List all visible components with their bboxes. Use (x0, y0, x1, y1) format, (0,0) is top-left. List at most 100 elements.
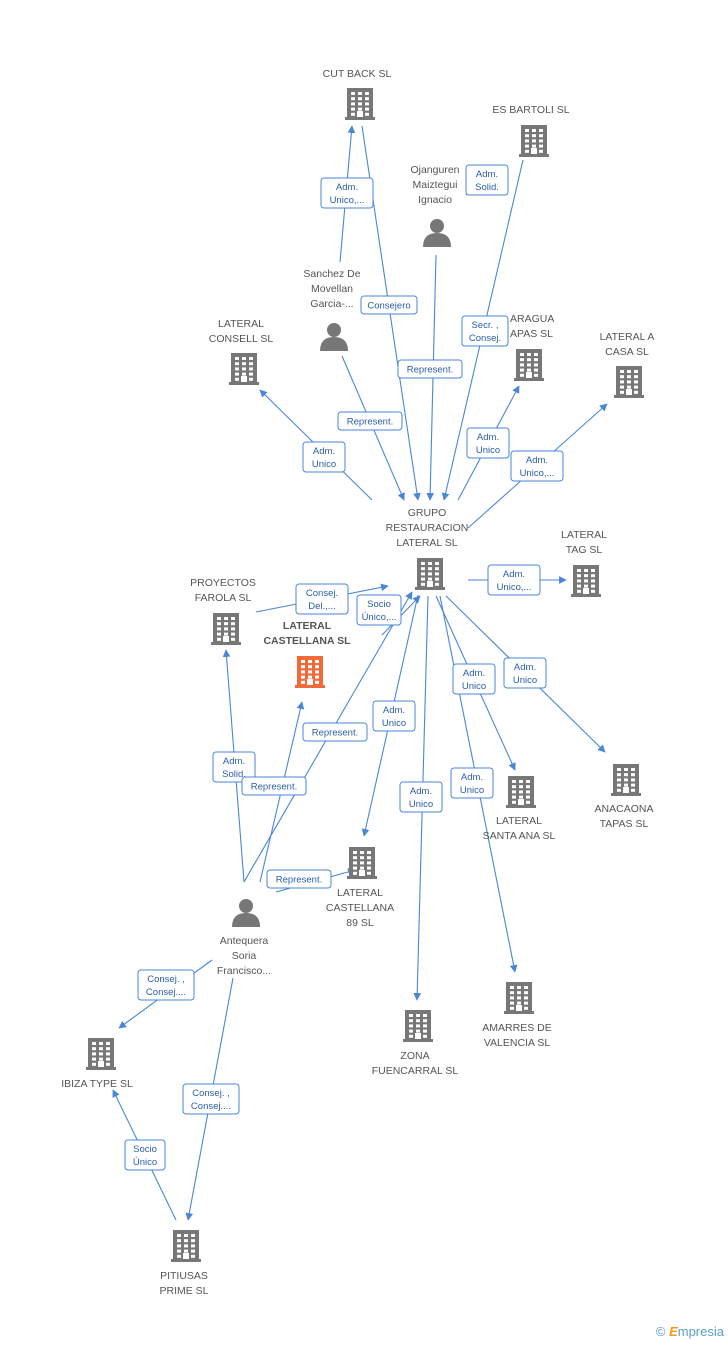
edge-label-text: Adm.Unico (460, 772, 484, 796)
building-icon (614, 366, 644, 398)
building-icon (514, 349, 544, 381)
edge-label-box (337, 411, 403, 431)
edge-label-3[interactable]: Adm.Solid. (465, 164, 509, 196)
building-icon (611, 764, 641, 796)
edge-label-text: Adm.Unico (513, 662, 537, 686)
building-icon (86, 1038, 116, 1070)
building-icon (506, 776, 536, 808)
edge-label-text: Represent. (251, 782, 297, 793)
edge-label-11[interactable]: Consej.Del.,... (295, 583, 349, 615)
edge-label-box (266, 869, 332, 889)
edge-label-text: Adm.Unico (312, 446, 336, 470)
building-icon (519, 125, 549, 157)
building-icon (229, 353, 259, 385)
edge-label-box (295, 583, 349, 615)
edge-label-14[interactable]: Adm.Unico (399, 781, 443, 813)
edge-label-16[interactable]: Adm.Unico (503, 657, 547, 689)
edge-label-8[interactable]: Adm.Unico (466, 427, 510, 459)
edge-label-23[interactable]: Consej. ,Consej.... (182, 1083, 240, 1115)
edge-label-box (137, 969, 195, 1001)
node-ibiza[interactable]: IBIZA TYPE SL (61, 1038, 133, 1090)
edge-label-box (241, 776, 307, 796)
node-label: IBIZA TYPE SL (61, 1078, 133, 1090)
building-icon (415, 558, 445, 590)
edge-label-box (302, 722, 368, 742)
edge-label-20[interactable]: Represent. (241, 776, 307, 796)
edge-label-7[interactable]: Adm.Unico (302, 441, 346, 473)
edge-label-text: Consejero (367, 301, 410, 312)
edge-label-4[interactable]: Secr. ,Consej. (461, 315, 509, 347)
edge-label-21[interactable]: Represent. (266, 869, 332, 889)
person-icon (423, 219, 451, 247)
edge-label-18[interactable]: Represent. (302, 722, 368, 742)
edge-label-17[interactable]: Adm.Unico (450, 767, 494, 799)
edge-label-5[interactable]: Represent. (397, 359, 463, 379)
edge-label-text: Represent. (407, 365, 453, 376)
edge-label-box (503, 657, 547, 689)
edge-label-22[interactable]: Consej. ,Consej.... (137, 969, 195, 1001)
edge-label-text: Adm.Unico,... (330, 182, 365, 206)
edge-label-text: Consej. ,Consej.... (146, 974, 186, 998)
edge-label-box (212, 751, 256, 783)
edge-label-text: Represent. (276, 875, 322, 886)
edge-label-box (452, 663, 496, 695)
edge-label-box (465, 164, 509, 196)
edge-label-2[interactable]: Consejero (360, 295, 418, 315)
node-label: CUT BACK SL (323, 68, 392, 80)
copyright-symbol: © (655, 1324, 666, 1339)
edge-label-9[interactable]: Adm.Unico,... (510, 450, 564, 482)
edge-label-19[interactable]: Adm.Solid. (212, 751, 256, 783)
edge-label-text: Adm.Unico,... (520, 455, 555, 479)
edge-label-box (320, 177, 374, 209)
person-icon (232, 899, 260, 927)
empresia-credit[interactable]: © Empresia (656, 1324, 724, 1339)
building-icon (171, 1230, 201, 1262)
person-icon (320, 323, 348, 351)
edge-label-text: Represent. (312, 728, 358, 739)
edge-label-13[interactable]: Adm.Unico (372, 700, 416, 732)
edge-label-text: Adm.Unico (462, 668, 486, 692)
node-esbartoli[interactable]: ES BARTOLI SL (492, 104, 570, 157)
edge-label-text: Secr. ,Consej. (469, 320, 501, 344)
edge-label-box (124, 1139, 166, 1171)
edge-label-6[interactable]: Represent. (337, 411, 403, 431)
edge-label-10[interactable]: Adm.Unico,... (487, 564, 541, 596)
edge-label-15[interactable]: Adm.Unico (452, 663, 496, 695)
edge-label-1[interactable]: Adm.Unico,... (320, 177, 374, 209)
edge-label-text: Adm.Unico (476, 432, 500, 456)
node-cutback[interactable]: CUT BACK SL (323, 68, 392, 120)
edge-label-text: Adm.Unico,... (497, 569, 532, 593)
